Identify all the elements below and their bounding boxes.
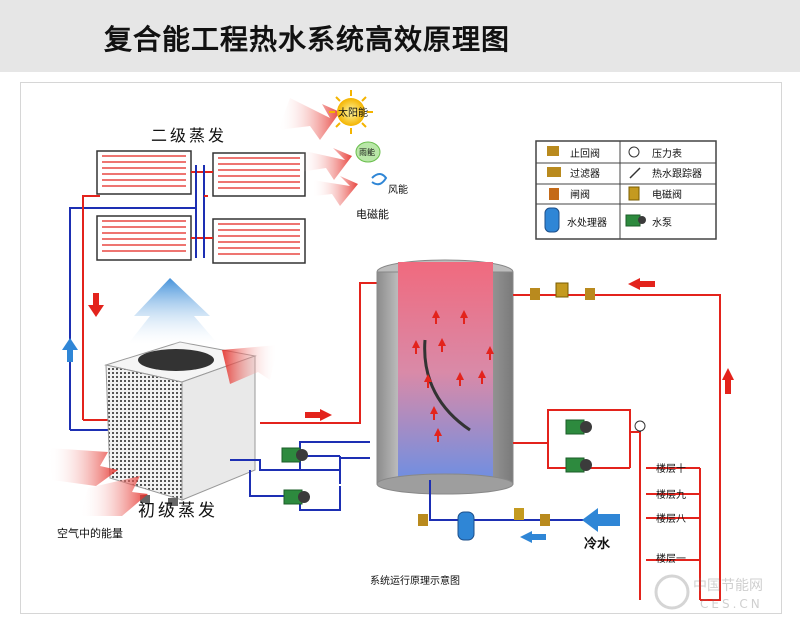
rain-icon <box>355 141 381 163</box>
legend-label: 水泵 <box>652 217 672 229</box>
pressure-gauge-icon <box>628 146 640 158</box>
legend: 止回阀 压力表 过滤器 热水跟踪器 闸阀 电磁阀 水处理器 水泵 <box>535 140 717 240</box>
floor-label: 楼层八 <box>656 512 686 525</box>
electromagnetic-label: 电磁能 <box>356 207 389 221</box>
flow-arrow-icon <box>320 409 332 421</box>
right-loop-pipes <box>429 294 721 601</box>
diagram-frame <box>20 82 782 614</box>
evaporator-panel <box>96 150 192 195</box>
legend-label: 压力表 <box>652 147 682 160</box>
legend-label: 热水跟踪器 <box>652 167 702 180</box>
watermark-en: CES.CN <box>700 597 763 611</box>
evaporator-panel-group <box>96 150 306 264</box>
water-processor-icon <box>544 207 560 233</box>
primary-evaporation-label: 初级蒸发 <box>138 501 218 521</box>
flow-arrow-icon <box>88 305 104 317</box>
cold-water-label: 冷水 <box>584 536 611 552</box>
floor-label: 楼层一 <box>656 552 686 565</box>
convection-arrows <box>412 310 494 442</box>
wind-icon <box>371 173 388 186</box>
heat-pump-unit <box>104 341 257 506</box>
gate-valve-icon <box>549 188 559 200</box>
check-valve-icon <box>530 288 540 300</box>
gate-valve-icon <box>585 288 595 300</box>
legend-label: 闸阀 <box>570 188 590 201</box>
floor-label: 楼层十 <box>656 462 686 475</box>
flow-arrow-icon <box>62 338 78 350</box>
evaporator-panel <box>96 215 192 261</box>
solenoid-valve-icon <box>514 508 524 520</box>
legend-label: 水处理器 <box>567 217 607 229</box>
solar-icon <box>329 90 373 134</box>
storage-tank <box>376 259 514 495</box>
water-pump-icon <box>281 447 308 463</box>
filter-icon <box>547 167 561 177</box>
water-pump-icon <box>625 214 646 227</box>
water-pump-icon <box>565 419 592 435</box>
energy-arrows <box>278 98 358 206</box>
evaporator-panel <box>212 218 306 264</box>
flow-arrow-icon <box>628 278 640 290</box>
wind-label: 风能 <box>388 183 408 196</box>
solenoid-valve-icon <box>555 282 569 298</box>
solenoid-valve-icon <box>628 186 640 201</box>
gate-valve-icon <box>418 514 428 526</box>
water-processor-icon <box>457 511 475 541</box>
legend-label: 止回阀 <box>570 147 600 160</box>
solar-label: 太阳能 <box>338 106 368 119</box>
watermark-cn: 中国节能网 <box>693 578 763 594</box>
evaporator-panel <box>212 152 306 197</box>
flow-arrow-icon <box>520 531 532 543</box>
air-energy-arrows <box>48 345 278 516</box>
check-valve-icon <box>547 146 559 156</box>
gate-valve-icon <box>540 514 550 526</box>
hot-water-tracer-icon <box>629 167 641 179</box>
water-pump-icon <box>283 489 310 505</box>
diagram-caption: 系统运行原理示意图 <box>370 574 460 587</box>
air-energy-label: 空气中的能量 <box>57 526 123 540</box>
pressure-gauge-icon <box>634 420 646 432</box>
water-pump-icon <box>565 457 592 473</box>
legend-label: 电磁阀 <box>652 188 682 201</box>
cold-water-inlet-arrow-icon <box>582 508 620 532</box>
floor-riser <box>646 467 701 600</box>
secondary-evaporation-label: 二级蒸发 <box>151 126 227 145</box>
header-bar: 复合能工程热水系统高效原理图 <box>0 0 800 72</box>
legend-label: 过滤器 <box>570 167 600 180</box>
flow-arrow-icon <box>722 368 734 380</box>
heat-release-arrow-icon <box>128 278 218 344</box>
floor-label: 楼层九 <box>656 488 686 501</box>
rain-label: 雨能 <box>359 147 375 157</box>
watermark-logo: 中国节能网 CES.CN <box>654 574 763 611</box>
page-title: 复合能工程热水系统高效原理图 <box>104 23 511 56</box>
